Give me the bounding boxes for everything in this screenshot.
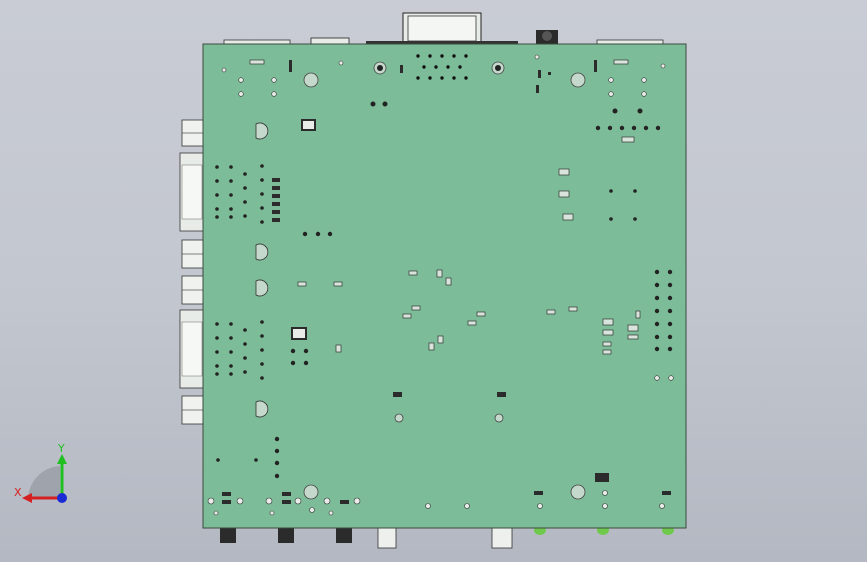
rca-jack-3 <box>336 528 352 543</box>
triad-plane <box>28 466 60 498</box>
through-hole-pins <box>215 55 673 479</box>
pcb-board <box>202 43 687 529</box>
bottom-plug-1 <box>377 527 397 549</box>
z-axis-dot <box>57 493 67 503</box>
rca-jack-2 <box>278 528 294 543</box>
smd-parts <box>249 59 641 355</box>
x-axis-label: X <box>14 486 22 499</box>
vga-pins <box>416 54 468 80</box>
transistors-left <box>255 122 269 418</box>
small-pads <box>207 54 674 516</box>
bottom-connectors <box>220 525 674 549</box>
rca-jack-1 <box>220 528 236 543</box>
left-connectors <box>179 119 205 425</box>
bottom-plug-2 <box>491 527 513 549</box>
y-axis-label: Y <box>57 442 65 455</box>
top-connectors <box>223 12 664 47</box>
orientation-triad[interactable]: Y X <box>12 440 82 510</box>
